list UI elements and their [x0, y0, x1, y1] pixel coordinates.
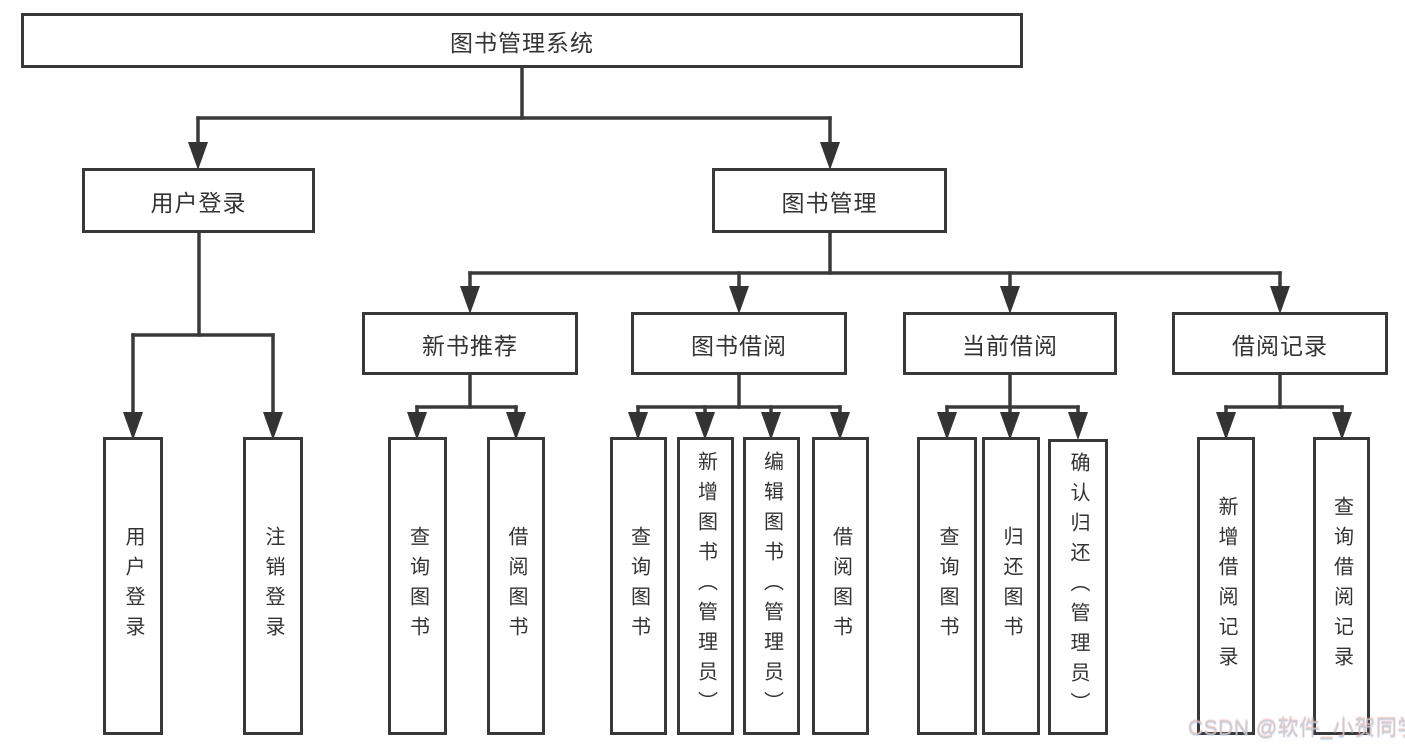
leaf-query-books-recommend: 查询图书 [388, 437, 447, 735]
node-label: 注销登录 [262, 526, 284, 646]
node-label: 归还图书 [1000, 526, 1022, 646]
node-label: 借阅图书 [829, 526, 852, 646]
leaf-borrow-books: 借阅图书 [812, 437, 869, 735]
connector-new-book-recommend [407, 373, 526, 440]
node-borrow-record: 借阅记录 [1172, 312, 1388, 375]
connector-user-login [123, 231, 283, 440]
leaf-confirm-return-admin: 确认归还（管理员） [1048, 439, 1108, 735]
connector-borrow-record [1216, 373, 1352, 440]
node-book-management: 图书管理 [712, 168, 947, 233]
leaf-query-books-current: 查询图书 [917, 437, 977, 735]
leaf-return-book: 归还图书 [982, 437, 1040, 735]
leaf-borrow-books-recommend: 借阅图书 [487, 437, 545, 735]
leaf-query-books-borrow: 查询图书 [610, 437, 667, 735]
node-label: 查询图书 [936, 526, 958, 646]
node-label: 借阅图书 [505, 526, 527, 646]
leaf-user-login: 用户登录 [103, 437, 163, 735]
node-label: 确认归还（管理员） [1067, 452, 1089, 722]
node-library-system: 图书管理系统 [21, 13, 1023, 68]
node-user-login: 用户登录 [82, 168, 315, 233]
node-book-borrow: 图书借阅 [631, 312, 847, 375]
node-current-borrow: 当前借阅 [903, 312, 1117, 375]
node-label: 图书借阅 [691, 332, 787, 359]
node-new-book-recommend: 新书推荐 [362, 312, 578, 375]
node-label: 查询图书 [627, 526, 650, 646]
connector-book-management [460, 231, 1290, 314]
node-label: 查询借阅记录 [1330, 496, 1353, 676]
leaf-edit-book-admin: 编辑图书（管理员） [743, 437, 800, 735]
node-label: 新增图书（管理员） [694, 451, 717, 721]
leaf-logout: 注销登录 [243, 437, 303, 735]
node-label: 查询图书 [406, 526, 429, 646]
node-label: 用户登录 [122, 526, 144, 646]
connector-current-borrow [937, 373, 1088, 440]
node-label: 图书管理 [781, 189, 878, 216]
csdn-watermark: CSDN @软件_小贺同学 [1188, 717, 1405, 740]
node-label: 新增借阅记录 [1215, 496, 1237, 676]
node-label: 当前借阅 [962, 332, 1058, 359]
node-label: 图书管理系统 [450, 29, 594, 56]
node-label: 新书推荐 [422, 332, 518, 359]
connector-level1 [188, 67, 840, 170]
node-label: 编辑图书（管理员） [760, 451, 783, 721]
leaf-query-borrow-record: 查询借阅记录 [1313, 437, 1370, 735]
leaf-add-book-admin: 新增图书（管理员） [677, 437, 734, 735]
node-label: 借阅记录 [1232, 332, 1328, 359]
leaf-add-borrow-record: 新增借阅记录 [1197, 437, 1255, 735]
connector-book-borrow [628, 373, 850, 440]
node-label: 用户登录 [150, 189, 247, 216]
